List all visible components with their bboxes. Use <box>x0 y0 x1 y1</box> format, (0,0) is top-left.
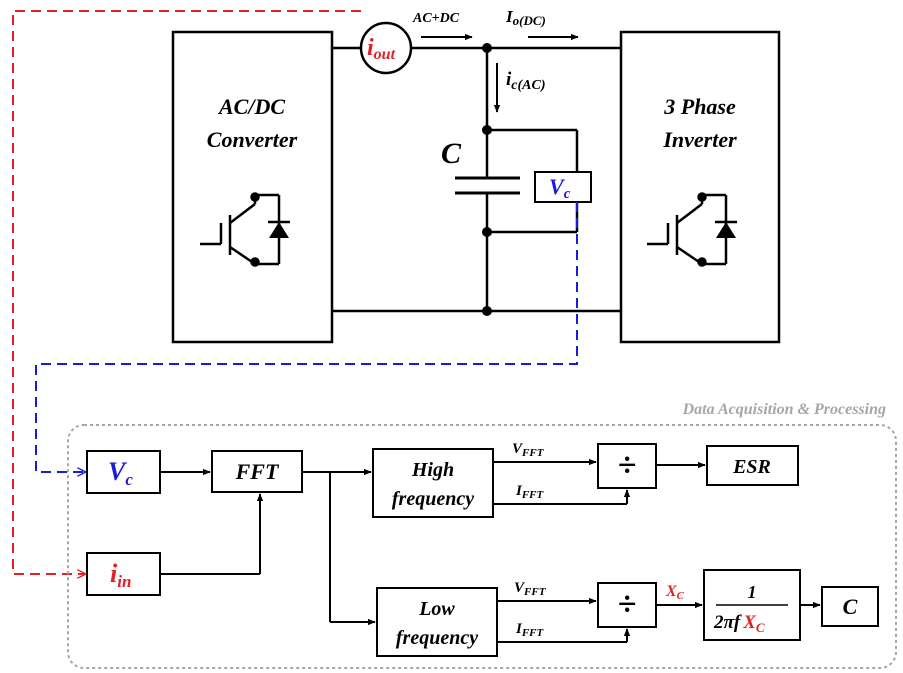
high-frequency-label-1: High <box>411 459 454 481</box>
io-flow-label: Io(DC) <box>505 7 546 28</box>
xc-label: XC <box>665 583 685 602</box>
acdc-converter-block <box>171 30 334 344</box>
iin-input-label: iin <box>110 559 131 591</box>
formula-numerator: 1 <box>748 582 757 602</box>
esr-label: ESR <box>732 456 771 478</box>
inverter-block <box>619 30 781 344</box>
processing-frame <box>67 424 897 669</box>
capacitance-output-block <box>821 586 879 627</box>
vc-input-label: Vc <box>108 457 133 489</box>
low-frequency-block <box>376 587 498 657</box>
current-sensor <box>359 21 413 75</box>
igbt-icon <box>647 192 737 267</box>
inverter-label-line1: 3 Phase <box>663 94 736 119</box>
fft-label: FFT <box>235 459 280 484</box>
high-frequency-label-2: frequency <box>392 488 474 510</box>
divide-symbol-low: ÷ <box>618 586 637 623</box>
iin-input-box <box>86 552 161 596</box>
ifft-label-high: IFFT <box>515 483 545 501</box>
inverter-label-line2: Inverter <box>662 127 737 152</box>
voltage-sensor-box <box>534 171 592 203</box>
acdc-flow-label: AC+DC <box>412 11 460 26</box>
processing-title: Data Acquisition & Processing <box>682 401 886 418</box>
vfft-label-high: VFFT <box>512 441 545 459</box>
current-sensor-label: iout <box>367 35 396 63</box>
igbt-icon <box>200 192 290 267</box>
fft-block <box>211 450 303 493</box>
converter-label-line1: AC/DC <box>217 94 285 119</box>
divide-block-high <box>597 443 657 489</box>
processing-wires <box>160 458 821 643</box>
capacitor-label: C <box>441 137 462 170</box>
voltage-sensor-label: Vc <box>549 174 571 202</box>
esr-block <box>706 445 799 486</box>
divide-symbol-high: ÷ <box>618 447 637 484</box>
vfft-label-low: VFFT <box>514 580 547 598</box>
ic-flow-label: ic(AC) <box>506 69 546 93</box>
junction-dots <box>482 43 492 316</box>
capacitance-output-label: C <box>843 594 858 619</box>
high-frequency-block <box>372 448 494 518</box>
ifft-label-low: IFFT <box>515 621 545 639</box>
converter-label-line2: Converter <box>207 127 298 152</box>
dc-bus-wires <box>332 46 621 313</box>
low-frequency-label-1: Low <box>418 598 455 620</box>
current-signal-path <box>12 10 361 574</box>
low-frequency-label-2: frequency <box>396 627 478 649</box>
divide-block-low <box>597 582 657 628</box>
